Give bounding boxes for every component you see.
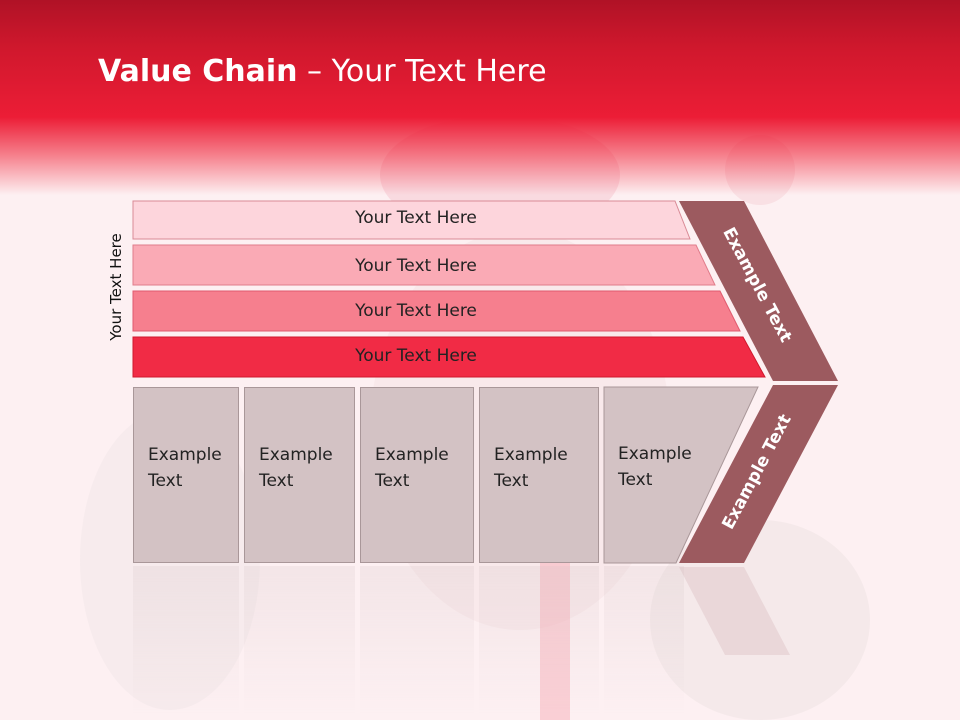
title-rest: – Your Text Here: [297, 54, 547, 89]
title-bold: Value Chain: [98, 54, 298, 89]
bar-4[interactable]: [132, 336, 766, 378]
column-5-label: Example Text: [618, 444, 692, 490]
column-1-label: Example Text: [148, 445, 222, 491]
column-4-label: Example Text: [494, 445, 568, 491]
bar-4-label: Your Text Here: [355, 346, 477, 366]
column-2[interactable]: Example Text: [244, 387, 355, 563]
bar-3[interactable]: [132, 290, 741, 332]
column-3-label: Example Text: [375, 445, 449, 491]
header-band: [0, 0, 960, 195]
bar-2-label: Your Text Here: [355, 256, 477, 276]
bar-1[interactable]: [132, 200, 691, 240]
chevron-lower[interactable]: [679, 385, 838, 563]
column-3[interactable]: Example Text: [360, 387, 474, 563]
bar-3-label: Your Text Here: [355, 301, 477, 321]
bar-1-label: Your Text Here: [355, 208, 477, 228]
column-5-shape[interactable]: [603, 386, 759, 564]
column-4[interactable]: Example Text: [479, 387, 599, 563]
column-2-label: Example Text: [259, 445, 333, 491]
slide-title: Value Chain – Your Text Here: [98, 54, 547, 89]
chevron-upper[interactable]: [679, 201, 838, 381]
column-1[interactable]: Example Text: [133, 387, 239, 563]
bar-2[interactable]: [132, 244, 716, 286]
chevron-reflection: [679, 567, 790, 655]
